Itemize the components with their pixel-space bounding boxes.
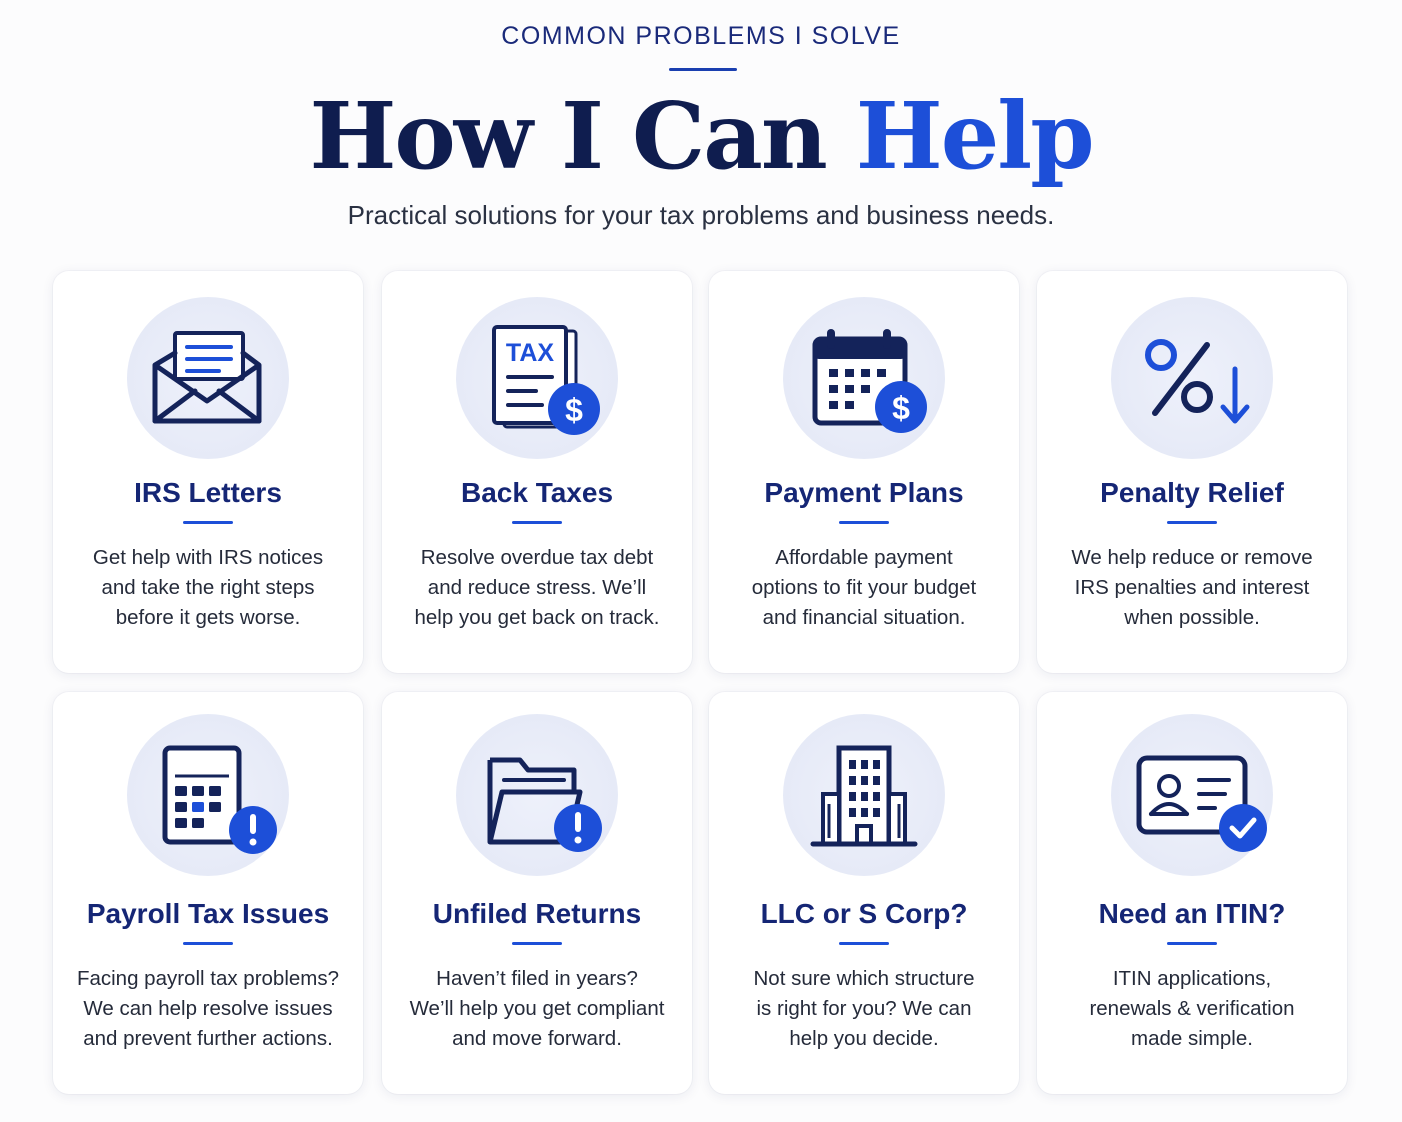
card-description-line: before it gets worse.: [115, 606, 301, 629]
card-description-line: Resolve overdue tax debt: [420, 546, 654, 569]
card-divider: [1167, 942, 1217, 945]
card-divider: [183, 521, 233, 524]
icon-badge: [127, 714, 289, 876]
card-description-line: IRS penalties and interest: [1074, 576, 1310, 599]
id-card-check-icon: [1136, 755, 1267, 852]
card-title: Payment Plans: [764, 477, 964, 508]
calculator-alert-icon: [162, 745, 277, 854]
card-title: Penalty Relief: [1100, 477, 1284, 508]
icon-badge: [127, 297, 289, 459]
card-description: Affordable payment options to fit your b…: [725, 543, 1003, 633]
card-divider: [839, 942, 889, 945]
page-title: How I Can Help: [0, 82, 1402, 190]
tax-document-dollar-icon: TAX $: [492, 325, 600, 435]
card-description: Resolve overdue tax debt and reduce stre…: [398, 543, 676, 633]
card-description-line: Facing payroll tax problems?: [76, 967, 340, 990]
card-description: Not sure which structure is right for yo…: [725, 964, 1003, 1054]
service-card-need-an-itin[interactable]: Need an ITIN? ITIN applications, renewal…: [1037, 692, 1347, 1094]
card-description-line: help you get back on track.: [414, 606, 660, 629]
page-title-accent: Help: [855, 82, 1095, 190]
card-title: LLC or S Corp?: [760, 898, 968, 929]
icon-badge: [1111, 714, 1273, 876]
service-card-back-taxes[interactable]: TAX $ Back Taxes Resolve overdue tax deb…: [382, 271, 692, 673]
card-divider: [183, 942, 233, 945]
card-title: Need an ITIN?: [1098, 898, 1286, 929]
service-card-payroll-tax-issues[interactable]: Payroll Tax Issues Facing payroll tax pr…: [53, 692, 363, 1094]
card-description-line: and take the right steps: [101, 576, 315, 599]
card-description-line: options to fit your budget: [751, 576, 977, 599]
icon-badge: [1111, 297, 1273, 459]
card-description-line: Affordable payment: [775, 546, 953, 569]
card-description-line: Haven’t filed in years?: [436, 967, 638, 990]
card-description-line: and prevent further actions.: [83, 1027, 333, 1050]
service-card-irs-letters[interactable]: IRS Letters Get help with IRS notices an…: [53, 271, 363, 673]
icon-badge: [456, 714, 618, 876]
calendar-dollar-icon: $: [812, 329, 927, 433]
card-description-line: help you decide.: [789, 1027, 939, 1050]
card-description: Facing payroll tax problems? We can help…: [69, 964, 347, 1054]
card-description: Get help with IRS notices and take the r…: [69, 543, 347, 633]
eyebrow-divider: [669, 68, 737, 71]
card-description: We help reduce or remove IRS penalties a…: [1053, 543, 1331, 633]
card-title: Payroll Tax Issues: [86, 898, 330, 929]
card-description-line: ITIN applications,: [1112, 967, 1272, 990]
service-card-penalty-relief[interactable]: Penalty Relief We help reduce or remove …: [1037, 271, 1347, 673]
card-divider: [839, 521, 889, 524]
service-card-unfiled-returns[interactable]: Unfiled Returns Haven’t filed in years? …: [382, 692, 692, 1094]
page-subtitle: Practical solutions for your tax problem…: [347, 200, 1055, 230]
card-description: ITIN applications, renewals & verificati…: [1053, 964, 1331, 1054]
card-description-line: when possible.: [1124, 606, 1260, 629]
service-card-llc-or-s-corp[interactable]: LLC or S Corp? Not sure which structure …: [709, 692, 1019, 1094]
card-description-line: and reduce stress. We’ll: [427, 576, 647, 599]
card-description-line: Get help with IRS notices: [92, 546, 324, 569]
card-divider: [1167, 521, 1217, 524]
card-divider: [512, 942, 562, 945]
card-description-line: Not sure which structure: [753, 967, 975, 990]
office-building-icon: [810, 745, 918, 847]
card-title: Back Taxes: [460, 477, 614, 508]
card-description: Haven’t filed in years? We’ll help you g…: [398, 964, 676, 1054]
card-description-line: and move forward.: [452, 1027, 622, 1050]
card-description-line: is right for you? We can: [756, 997, 972, 1020]
icon-badge: [783, 714, 945, 876]
card-description-line: renewals & verification: [1089, 997, 1295, 1020]
card-description-line: made simple.: [1131, 1027, 1253, 1050]
tax-badge-text: TAX: [506, 339, 554, 367]
icon-badge: TAX $: [456, 297, 618, 459]
card-description-line: We can help resolve issues: [83, 997, 333, 1020]
svg-text:$: $: [892, 390, 910, 426]
card-divider: [512, 521, 562, 524]
page-title-plain: How I Can: [309, 82, 856, 190]
envelope-letter-icon: [152, 331, 262, 424]
percent-down-icon: [1145, 339, 1250, 424]
folder-alert-icon: [487, 757, 602, 852]
card-description-line: We help reduce or remove: [1071, 546, 1313, 569]
icon-badge: $: [783, 297, 945, 459]
service-card-payment-plans[interactable]: $ Payment Plans Affordable payment optio…: [709, 271, 1019, 673]
card-description-line: and financial situation.: [762, 606, 966, 629]
eyebrow-label: COMMON PROBLEMS I SOLVE: [501, 22, 901, 50]
card-title: IRS Letters: [134, 477, 282, 508]
card-description-line: We’ll help you get compliant: [409, 997, 665, 1020]
svg-text:$: $: [565, 392, 583, 428]
card-title: Unfiled Returns: [432, 898, 642, 929]
